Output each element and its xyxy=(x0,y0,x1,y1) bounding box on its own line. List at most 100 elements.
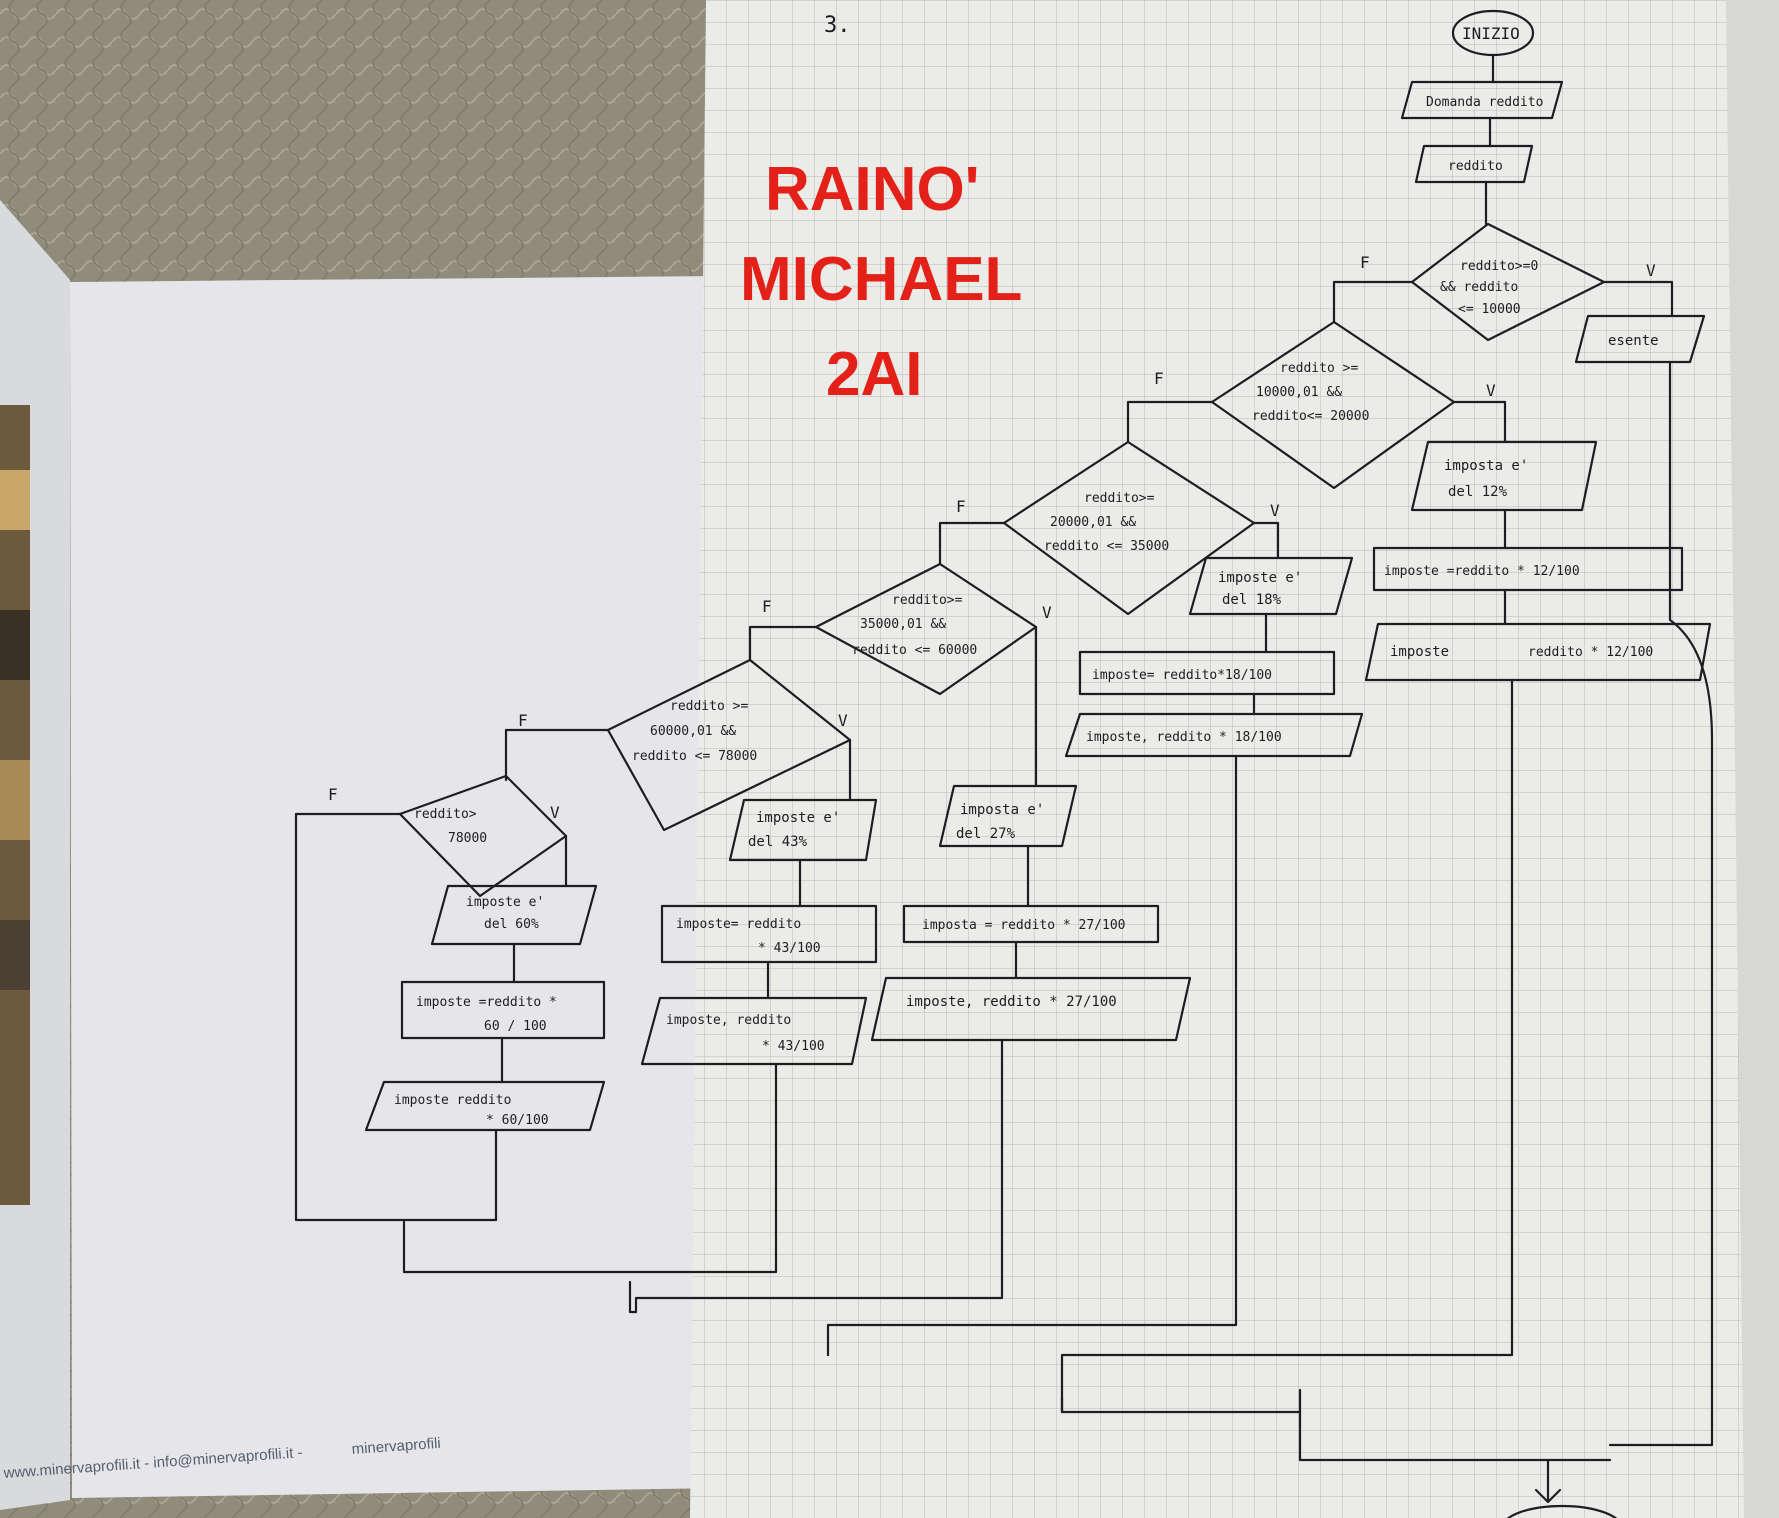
end-terminal xyxy=(1506,1504,1618,1518)
plain-paper-sheet xyxy=(70,276,724,1498)
tax27-calc-text: imposta = reddito * 27/100 xyxy=(922,918,1126,933)
decision-2-text: reddito >= xyxy=(1280,361,1358,376)
decision-1-text: <= 10000 xyxy=(1458,302,1521,317)
decision-1-text: && reddito xyxy=(1440,280,1518,295)
tax12-output-box xyxy=(1364,622,1712,682)
merge-line xyxy=(1060,678,1514,1414)
tax60-message-text: imposte e' xyxy=(466,895,544,910)
false-branch-line xyxy=(1126,400,1214,444)
tax12-calc-text: imposte =reddito * 12/100 xyxy=(1384,564,1580,579)
false-branch-line xyxy=(1332,280,1414,324)
input-label: reddito xyxy=(1448,159,1503,174)
next-notebook-page xyxy=(1726,0,1779,1518)
tax18-message-box xyxy=(1188,556,1354,616)
decision-3-text: reddito>= xyxy=(1084,491,1155,506)
final-merge-line xyxy=(1298,1388,1612,1462)
true-label: V xyxy=(1486,381,1496,400)
false-label: F xyxy=(956,497,966,516)
tax60-message-text: del 60% xyxy=(484,917,539,932)
tax60-output-box xyxy=(364,1080,606,1132)
true-label: V xyxy=(550,803,560,822)
true-label: V xyxy=(1646,261,1656,280)
input-box xyxy=(1414,144,1534,184)
true-branch-line xyxy=(1452,400,1507,444)
tax60-calc-text: 60 / 100 xyxy=(484,1019,547,1034)
true-branch-line xyxy=(1252,521,1280,560)
decision-6-text: 78000 xyxy=(448,831,487,846)
tax60-message-box xyxy=(430,884,598,946)
decision-4-text: reddito <= 60000 xyxy=(852,643,977,658)
tax18-output-box xyxy=(1064,712,1364,758)
merge-line xyxy=(634,1038,1004,1314)
false-label: F xyxy=(518,711,528,730)
tax43-output-box xyxy=(640,996,868,1066)
true-label: V xyxy=(1042,603,1052,622)
false-branch-line xyxy=(294,812,498,1222)
true-branch-line xyxy=(1602,280,1674,318)
grid-notebook-page xyxy=(690,0,1779,1518)
footer-brand: minervaprofili xyxy=(351,1435,441,1458)
tax18-message-text: imposte e' xyxy=(1218,570,1302,586)
decision-1-text: reddito>=0 xyxy=(1460,259,1538,274)
exempt-output-box xyxy=(1574,314,1706,364)
decision-2-text: 10000,01 && xyxy=(1256,385,1342,400)
decision-3-text: 20000,01 && xyxy=(1050,515,1136,530)
decision-2 xyxy=(1210,320,1456,490)
tax27-output-box xyxy=(870,976,1192,1042)
decision-4 xyxy=(814,562,1038,696)
tax43-calc-text: * 43/100 xyxy=(758,941,821,956)
merge-line xyxy=(402,1062,778,1274)
decision-5-text: reddito >= xyxy=(670,699,748,714)
false-branch-line xyxy=(748,625,818,662)
page-number: 3. xyxy=(824,13,851,38)
tax43-message-text: del 43% xyxy=(748,834,808,850)
tax60-output-text: * 60/100 xyxy=(486,1113,549,1128)
decision-6-text: reddito> xyxy=(414,807,477,822)
tax27-message-text: imposta e' xyxy=(960,802,1044,818)
flowchart-labels: INIZIO Domanda reddito reddito reddito>=… xyxy=(328,24,1659,1128)
tax12-message-text: imposta e' xyxy=(1444,458,1528,474)
merge-line xyxy=(826,754,1238,1357)
signature-line-2: MICHAEL xyxy=(740,245,1022,314)
tax60-output-text: imposte reddito xyxy=(394,1093,511,1108)
tax18-message-text: del 18% xyxy=(1222,592,1282,608)
tax18-output-text: imposte, reddito * 18/100 xyxy=(1086,730,1282,745)
arrow-head xyxy=(1534,1488,1562,1504)
false-label: F xyxy=(1154,369,1164,388)
tax27-message-text: del 27% xyxy=(956,826,1016,842)
start-label: INIZIO xyxy=(1462,24,1520,43)
exempt-label: esente xyxy=(1608,333,1659,349)
false-label: F xyxy=(328,785,338,804)
prompt-label: Domanda reddito xyxy=(1426,95,1543,110)
false-label: F xyxy=(762,597,772,616)
decision-1 xyxy=(1410,222,1606,342)
true-label: V xyxy=(838,711,848,730)
tax12-output-text: reddito * 12/100 xyxy=(1528,645,1653,660)
decision-4-text: reddito>= xyxy=(892,593,963,608)
signature-line-1: RAINO' xyxy=(765,155,980,224)
decision-3 xyxy=(1002,440,1256,616)
tax43-message-box xyxy=(728,798,878,862)
merge-line xyxy=(628,1280,638,1314)
decision-5-text: reddito <= 78000 xyxy=(632,749,757,764)
merge-line xyxy=(1060,1396,1302,1414)
false-branch-line xyxy=(938,521,1006,566)
tax43-message-text: imposte e' xyxy=(756,810,840,826)
tax12-message-box xyxy=(1410,440,1598,512)
tax27-calc-box xyxy=(902,904,1160,944)
tax12-message-text: del 12% xyxy=(1448,484,1508,500)
tax43-output-text: imposte, reddito xyxy=(666,1013,791,1028)
signature-line-3: 2AI xyxy=(826,340,922,409)
tax27-output-text: imposte, reddito * 27/100 xyxy=(906,994,1117,1010)
tax60-calc-text: imposte =reddito * xyxy=(416,995,557,1010)
false-label: F xyxy=(1360,253,1370,272)
decision-5-text: 60000,01 && xyxy=(650,724,736,739)
decision-2-text: reddito<= 20000 xyxy=(1252,409,1369,424)
tax43-output-text: * 43/100 xyxy=(762,1039,825,1054)
flowchart xyxy=(294,9,1714,1518)
tax18-calc-text: imposte= reddito*18/100 xyxy=(1092,668,1272,683)
decision-4-text: 35000,01 && xyxy=(860,617,946,632)
tax43-calc-text: imposte= reddito xyxy=(676,917,801,932)
decision-3-text: reddito <= 35000 xyxy=(1044,539,1169,554)
true-label: V xyxy=(1270,501,1280,520)
